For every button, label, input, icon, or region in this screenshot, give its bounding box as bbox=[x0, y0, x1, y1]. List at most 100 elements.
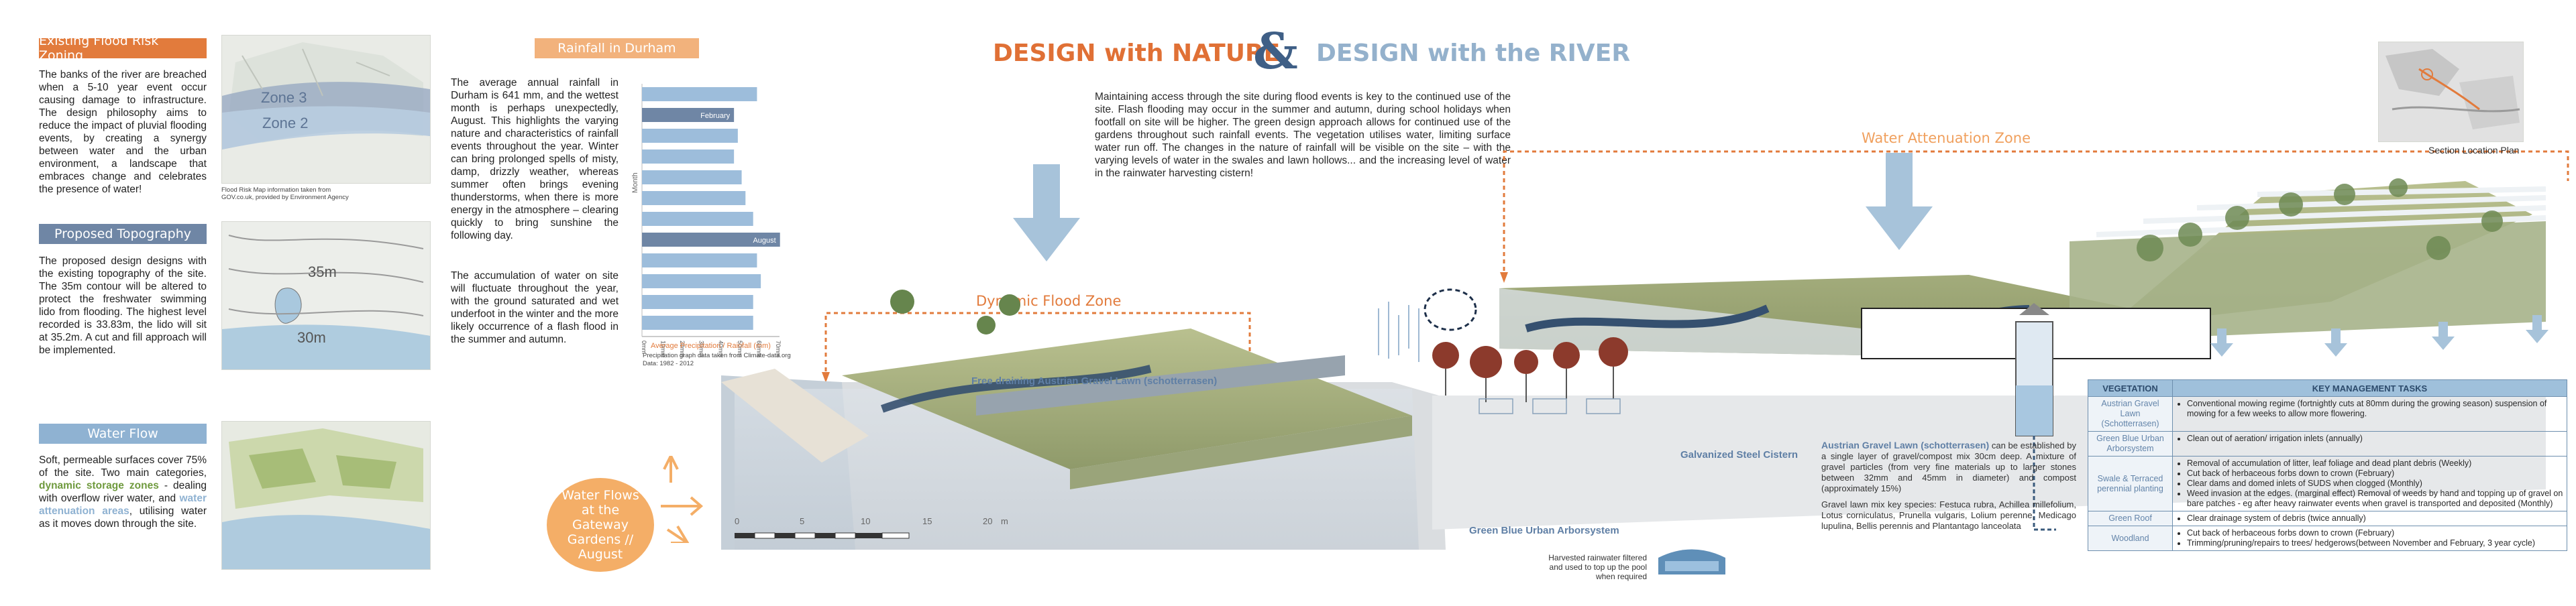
cistern-label: Galvanized Steel Cistern bbox=[1680, 449, 1799, 461]
task-item: Clear drainage system of debris (twice a… bbox=[2187, 513, 2563, 524]
dynamic-storage-highlight: dynamic storage zones bbox=[39, 480, 159, 491]
scale-20: 20 bbox=[983, 516, 993, 526]
table-row: Green Blue Urban Arborsystem Clean out of… bbox=[2088, 431, 2567, 457]
table-row: Austrian Gravel Lawn (Schotterrasen) Conv… bbox=[2088, 396, 2567, 432]
management-table: VEGETATION KEY MANAGEMENT TASKS Austrian… bbox=[2088, 379, 2567, 551]
rainfall-text-2: The accumulation of water on site will f… bbox=[451, 270, 619, 345]
task-item: Cut back of herbaceous forbs down to cro… bbox=[2187, 528, 2563, 538]
section-location-plan bbox=[2378, 42, 2524, 142]
vegetation-cell: Green Roof bbox=[2088, 511, 2173, 526]
vegetation-cell: Green Blue Urban Arborsystem bbox=[2088, 431, 2173, 457]
task-item: Weed invasion at the edges. (marginal ef… bbox=[2187, 489, 2563, 509]
scale-10: 10 bbox=[861, 516, 871, 526]
gateway-bubble: Water Flows at the Gateway Gardens // Au… bbox=[547, 478, 654, 572]
rain-arrow-left-icon bbox=[1013, 164, 1080, 261]
gateway-arrows-icon bbox=[661, 456, 704, 543]
lawn-species: Gravel lawn mix key species: Festuca rub… bbox=[1821, 499, 2076, 531]
bar bbox=[642, 149, 735, 164]
x-tick-label: 40mm bbox=[717, 341, 724, 357]
bar bbox=[642, 316, 753, 330]
water-flow-header-label: Water Flow bbox=[87, 426, 158, 441]
lawn-note: Austrian Gravel Lawn (schotterrasen) can… bbox=[1821, 440, 2076, 494]
scale-15: 15 bbox=[922, 516, 932, 526]
pool-building-icon bbox=[1658, 549, 1725, 574]
title-ampersand: & bbox=[1253, 23, 1298, 80]
water-flow-map-graphic bbox=[222, 428, 430, 569]
task-item: Removal of accumulation of litter, leaf … bbox=[2187, 459, 2563, 469]
rainfall-xlabel: Average Precipitation / Rainfall (mm) bbox=[651, 342, 771, 350]
rainfall-text-1: The average annual rainfall in Durham is… bbox=[451, 77, 619, 241]
attenuation-highlight: water attenuation areas bbox=[39, 493, 207, 517]
bar bbox=[642, 108, 735, 122]
rainfall-source: Precipitation graph data taken from Clim… bbox=[643, 352, 791, 359]
water-flow-text-3: , utilising water as it moves down throu… bbox=[39, 505, 207, 530]
x-tick-label: 50mm bbox=[737, 341, 743, 357]
lawn-note-body: can be established by a single layer of … bbox=[1821, 440, 2076, 493]
x-tick-label: 60mm bbox=[755, 341, 762, 357]
topography-header-label: Proposed Topography bbox=[54, 227, 192, 241]
tasks-cell: Removal of accumulation of litter, leaf … bbox=[2172, 456, 2567, 511]
location-plan-label: Section Location Plan bbox=[2428, 145, 2520, 156]
water-flow-text: Soft, permeable surfaces cover 75% of th… bbox=[39, 454, 207, 530]
flood-zoning-header: Existing Flood Risk Zoning bbox=[39, 34, 207, 63]
bar-label: August bbox=[753, 237, 775, 245]
bar-label: February bbox=[700, 112, 731, 120]
water-flow-text-2: - dealing with overflow river water, and bbox=[39, 480, 207, 504]
zone3-label: Zone 3 bbox=[261, 89, 307, 106]
col-tasks: KEY MANAGEMENT TASKS bbox=[2172, 379, 2567, 397]
intro-text: Maintaining access through the site duri… bbox=[1095, 91, 1511, 179]
gateway-bubble-text: Water Flows at the Gateway Gardens // Au… bbox=[561, 488, 639, 562]
task-item: Clear dams and domed inlets of SUDS when… bbox=[2187, 479, 2563, 489]
table-row: Green Roof Clear drainage system of debri… bbox=[2088, 511, 2567, 526]
bar bbox=[642, 295, 753, 309]
topography-map-graphic bbox=[222, 235, 430, 369]
tasks-cell: Cut back of herbaceous forbs down to cro… bbox=[2172, 526, 2567, 551]
vegetation-cell: Austrian Gravel Lawn (Schotterrasen) bbox=[2088, 396, 2173, 432]
flood-zoning-header-label: Existing Flood Risk Zoning bbox=[39, 34, 159, 63]
task-item: Clean out of aeration/ irrigation inlets… bbox=[2187, 434, 2563, 444]
location-plan-graphic bbox=[2379, 42, 2523, 141]
zone2-label: Zone 2 bbox=[262, 115, 309, 131]
topography-text: The proposed design designs with the exi… bbox=[39, 255, 207, 356]
table-row: Swale & Terraced perennial planting Remov… bbox=[2088, 456, 2567, 511]
lawn-note-title: Austrian Gravel Lawn (schotterrasen) bbox=[1821, 440, 1990, 450]
bar bbox=[642, 129, 738, 143]
vegetation-cell: Swale & Terraced perennial planting bbox=[2088, 456, 2173, 511]
bar bbox=[642, 253, 757, 267]
water-flow-header: Water Flow bbox=[39, 424, 207, 444]
col-vegetation: VEGETATION bbox=[2088, 379, 2173, 397]
scale-5: 5 bbox=[800, 516, 805, 526]
bar bbox=[642, 191, 746, 205]
arborsystem-label: Green Blue Urban Arborsystem bbox=[1469, 525, 1619, 536]
rainfall-ylabel: Month bbox=[631, 172, 639, 193]
title-river-text: DESIGN with the RIVER bbox=[1316, 40, 1631, 67]
water-flow-map bbox=[221, 421, 431, 570]
water-flow-text-1: Soft, permeable surfaces cover 75% of th… bbox=[39, 454, 207, 479]
tasks-cell: Clean out of aeration/ irrigation inlets… bbox=[2172, 431, 2567, 457]
tasks-cell: Conventional mowing regime (fortnightly … bbox=[2172, 396, 2567, 432]
title-nature: DESIGN with NATURE bbox=[993, 39, 1280, 67]
tasks-cell: Clear drainage system of debris (twice a… bbox=[2172, 511, 2567, 526]
bar bbox=[642, 274, 761, 288]
flood-risk-map-graphic bbox=[222, 42, 430, 149]
flood-map-caption: Flood Risk Map information taken from GO… bbox=[221, 186, 349, 201]
x-tick-label: 70mm bbox=[775, 341, 782, 357]
x-tick-label: 30mm bbox=[698, 341, 705, 357]
bar bbox=[642, 212, 753, 226]
flood-zoning-text: The banks of the river are breached when… bbox=[39, 69, 207, 195]
x-tick-label: 20mm bbox=[679, 341, 686, 357]
bar bbox=[642, 233, 780, 247]
task-item: Trimming/pruning/repairs to trees/ hedge… bbox=[2187, 538, 2563, 548]
attenuation-zone-label: Water Attenuation Zone bbox=[1862, 130, 2031, 146]
rainfall-header: Rainfall in Durham bbox=[535, 38, 699, 58]
gravel-lawn-label: Free draining Austrian Gravel Lawn (scho… bbox=[971, 375, 1218, 387]
task-item: Conventional mowing regime (fortnightly … bbox=[2187, 399, 2563, 419]
harvest-caption: Harvested rainwater filtered and used to… bbox=[1548, 553, 1647, 581]
vegetation-cell: Woodland bbox=[2088, 526, 2173, 551]
topography-header: Proposed Topography bbox=[39, 224, 207, 244]
rain-arrow-right-icon bbox=[1866, 153, 1933, 250]
topography-map: 35m 30m bbox=[221, 221, 431, 370]
title-river: DESIGN with the RIVER bbox=[1316, 39, 1630, 67]
title-nature-text: DESIGN with NATURE bbox=[993, 40, 1281, 67]
